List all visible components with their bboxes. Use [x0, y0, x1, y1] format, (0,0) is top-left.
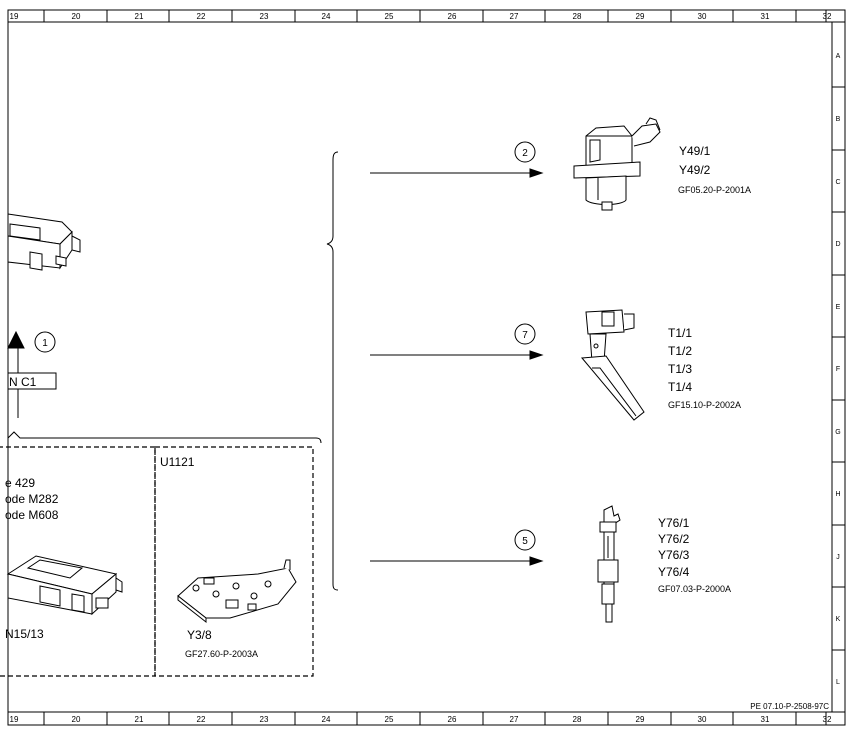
row-label: B	[836, 116, 841, 123]
col-label-top: 31	[761, 12, 770, 21]
col-label-bottom: 26	[448, 715, 457, 724]
model-text-line: e 429	[5, 476, 35, 490]
component-label: Y76/4	[658, 565, 690, 579]
drawing-reference: PE 07.10-P-2508-97C	[750, 702, 829, 711]
component-label: Y49/2	[679, 163, 711, 177]
camshaft-actuator-y49	[573, 117, 661, 211]
connector-label: N C1	[9, 375, 37, 389]
up-arrow	[7, 330, 25, 375]
row-label: K	[836, 616, 841, 623]
col-label-bottom: 27	[510, 715, 519, 724]
arrows	[370, 168, 544, 566]
row-label: L	[836, 679, 840, 686]
col-label-top: 26	[448, 12, 457, 21]
drawing-frame	[7, 9, 846, 726]
col-label-bottom: 20	[72, 715, 81, 724]
connector-nc1: N C1	[7, 372, 57, 418]
ignition-coil-t1	[580, 309, 645, 421]
valve-label: Y3/8	[187, 628, 212, 642]
col-label-top: 20	[72, 12, 81, 21]
col-label-top: 29	[636, 12, 645, 21]
col-label-bottom: 32	[823, 715, 832, 724]
component-ref: GF07.03-P-2000A	[658, 584, 731, 594]
col-label-top: 27	[510, 12, 519, 21]
component-label: T1/4	[668, 380, 692, 394]
component-label: T1/2	[668, 344, 692, 358]
component-label: Y49/1	[679, 144, 711, 158]
col-label-bottom: 30	[698, 715, 707, 724]
column-ticks	[43, 10, 797, 725]
col-label-bottom: 24	[322, 715, 331, 724]
col-label-bottom: 29	[636, 715, 645, 724]
col-label-bottom: 22	[197, 715, 206, 724]
col-label-bottom: 31	[761, 715, 770, 724]
callout-marker-5: 5	[514, 529, 536, 551]
row-label: C	[835, 179, 840, 186]
callout-marker-1: 1	[34, 331, 56, 353]
callout-number: 1	[42, 338, 48, 349]
row-label: F	[836, 366, 840, 373]
control-module-upper	[7, 213, 81, 271]
valve-body-y3-8	[177, 559, 297, 624]
row-label: J	[836, 554, 840, 561]
component-label: T1/3	[668, 362, 692, 376]
col-label-top: 28	[573, 12, 582, 21]
row-label: D	[835, 241, 840, 248]
col-label-top: 21	[135, 12, 144, 21]
callout-number: 5	[522, 536, 528, 547]
row-label: A	[836, 53, 841, 60]
box-title: U1121	[160, 455, 195, 469]
component-label: T1/1	[668, 326, 692, 340]
component-label: Y76/1	[658, 516, 690, 530]
group-brace-horizontal	[7, 431, 322, 444]
component-ref: GF05.20-P-2001A	[678, 185, 751, 195]
col-label-top: 24	[322, 12, 331, 21]
fuel-injector-y76	[597, 505, 621, 623]
col-label-top: 30	[698, 12, 707, 21]
component-label: Y76/2	[658, 532, 690, 546]
model-text-line: ode M608	[5, 508, 59, 522]
component-ref: GF15.10-P-2002A	[668, 400, 741, 410]
valve-ref: GF27.60-P-2003A	[185, 649, 258, 659]
control-module-n15-13	[6, 555, 123, 616]
row-ticks	[832, 86, 845, 651]
col-label-top: 32	[823, 12, 832, 21]
model-text-line: ode M282	[5, 492, 59, 506]
col-label-bottom: 28	[573, 715, 582, 724]
module-label: N15/13	[5, 627, 44, 641]
component-label: Y76/3	[658, 548, 690, 562]
col-label-bottom: 19	[10, 715, 19, 724]
callout-marker-7: 7	[514, 323, 536, 345]
col-label-bottom: 21	[135, 715, 144, 724]
row-label: E	[836, 304, 841, 311]
col-label-top: 23	[260, 12, 269, 21]
row-label: H	[835, 491, 840, 498]
col-label-top: 22	[197, 12, 206, 21]
col-label-top: 19	[10, 12, 19, 21]
callout-number: 7	[522, 330, 528, 341]
col-label-top: 25	[385, 12, 394, 21]
callout-marker-2: 2	[514, 141, 536, 163]
row-label: G	[835, 429, 840, 436]
col-label-bottom: 23	[260, 715, 269, 724]
dashed-group-left	[0, 446, 156, 677]
callout-number: 2	[522, 148, 528, 159]
group-brace-vertical	[326, 151, 339, 591]
col-label-bottom: 25	[385, 715, 394, 724]
dashed-group-u1121	[154, 446, 314, 677]
